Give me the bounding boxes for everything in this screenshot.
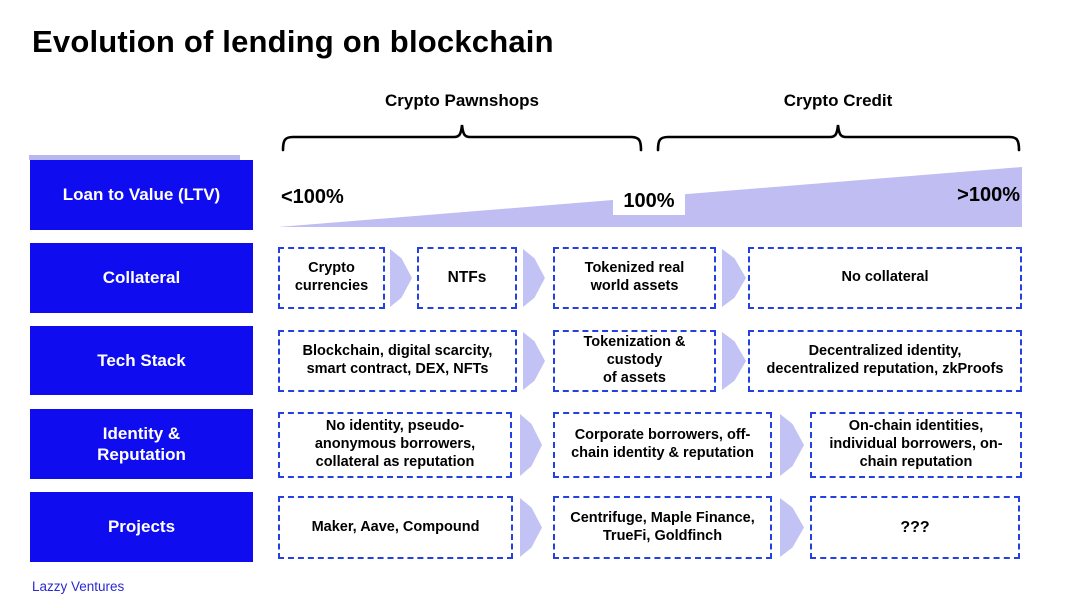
right-arrow-icon — [780, 414, 804, 476]
tech-box-tokenization-custody: Tokenization & custody of assets — [553, 330, 716, 392]
collateral-box-tokenized-assets: Tokenized real world assets — [553, 247, 716, 309]
group-label-crypto-credit: Crypto Credit — [783, 91, 893, 110]
right-arrow-icon — [780, 498, 804, 557]
row-label-identity-reputation: Identity & Reputation — [30, 409, 253, 479]
row-label-collateral: Collateral — [30, 243, 253, 313]
projects-box-maker-aave-compound: Maker, Aave, Compound — [278, 496, 513, 559]
page-title: Evolution of lending on blockchain — [32, 24, 554, 59]
collateral-box-crypto-currencies: Crypto currencies — [278, 247, 385, 309]
brand-footer: Lazzy Ventures — [32, 579, 125, 594]
bracket-crypto-pawnshops-icon — [281, 124, 643, 152]
tech-box-blockchain: Blockchain, digital scarcity, smart cont… — [278, 330, 517, 392]
right-arrow-icon — [722, 332, 746, 390]
row-label-projects: Projects — [30, 492, 253, 562]
ltv-value-mid-text: 100% — [623, 190, 675, 212]
collateral-box-ntfs: NTFs — [417, 247, 517, 309]
row-label-ltv: Loan to Value (LTV) — [30, 160, 253, 230]
identity-box-no-identity: No identity, pseudo- anonymous borrowers… — [278, 412, 512, 478]
collateral-box-no-collateral: No collateral — [748, 247, 1022, 309]
ltv-value-mid: 100% — [613, 188, 685, 215]
right-arrow-icon — [520, 414, 542, 476]
group-label-crypto-pawnshops: Crypto Pawnshops — [385, 91, 539, 110]
ltv-value-right: >100% — [957, 184, 1020, 206]
projects-box-centrifuge-maple: Centrifuge, Maple Finance, TrueFi, Goldf… — [553, 496, 772, 559]
row-label-tech-stack: Tech Stack — [30, 326, 253, 395]
identity-box-on-chain-identities: On-chain identities, individual borrower… — [810, 412, 1022, 478]
ltv-value-left: <100% — [281, 186, 344, 208]
projects-box-unknown: ??? — [810, 496, 1020, 559]
right-arrow-icon — [523, 332, 545, 390]
right-arrow-icon — [390, 249, 412, 307]
right-arrow-icon — [523, 249, 545, 307]
ltv-top-accent — [29, 155, 240, 160]
right-arrow-icon — [722, 249, 746, 307]
right-arrow-icon — [520, 498, 542, 557]
identity-box-corporate-borrowers: Corporate borrowers, off- chain identity… — [553, 412, 772, 478]
bracket-crypto-credit-icon — [656, 124, 1021, 152]
tech-box-decentralized-identity: Decentralized identity, decentralized re… — [748, 330, 1022, 392]
